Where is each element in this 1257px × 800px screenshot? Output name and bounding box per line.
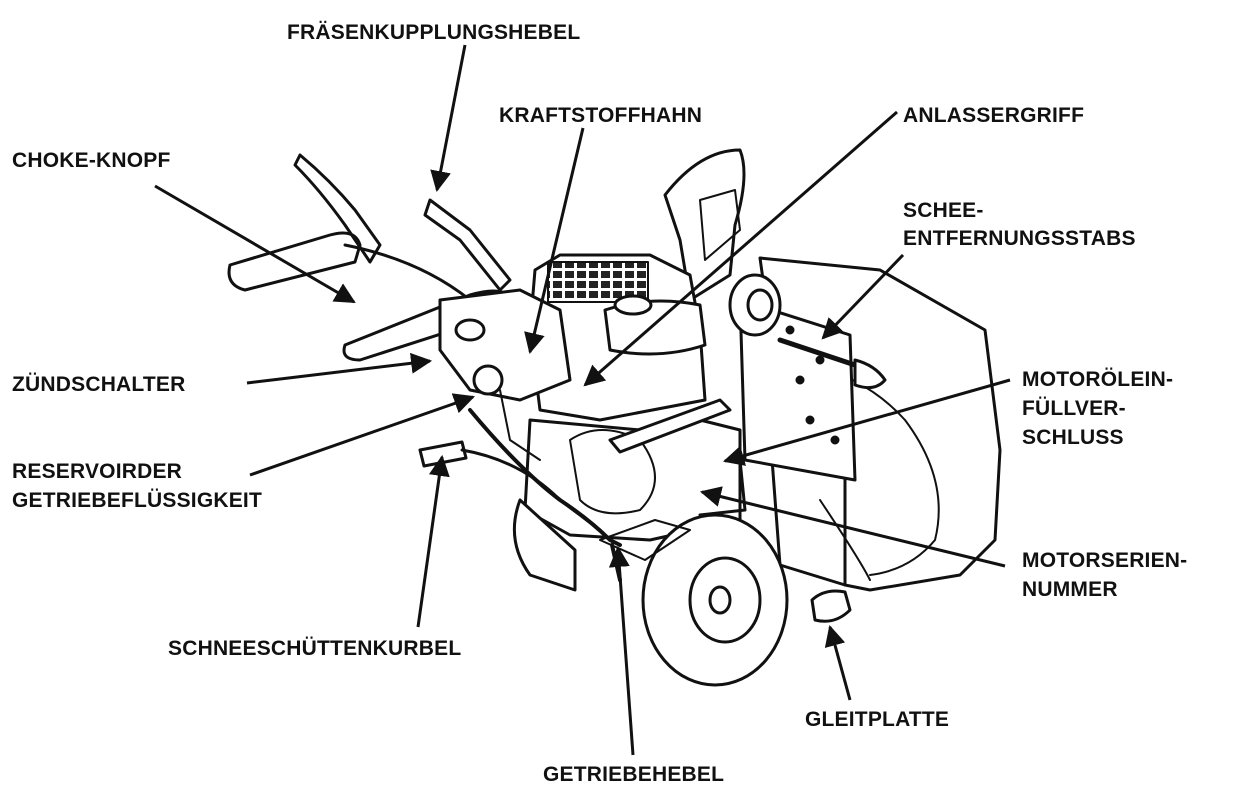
label-choke-knopf: CHOKE-KNOPF	[12, 149, 171, 172]
label-motorserien-line2: NUMMER	[1022, 578, 1118, 601]
label-gleitplatte: GLEITPLATTE	[805, 708, 950, 731]
label-reservoir-line1: RESERVOIRDER	[12, 460, 183, 483]
leader-motoroel	[722, 378, 1011, 466]
leader-motorserien	[699, 486, 1006, 568]
label-motoroel-line3: SCHLUSS	[1022, 426, 1124, 449]
leader-getriebehebel	[608, 545, 635, 756]
leader-gleitplatte	[824, 624, 852, 701]
leader-choke-knopf	[154, 184, 356, 304]
label-anlassergriff: ANLASSERGRIFF	[903, 104, 1085, 127]
label-getriebehebel: GETRIEBEHEBEL	[543, 763, 725, 786]
control-panel	[438, 288, 572, 402]
leader-zuendschalter	[246, 352, 433, 385]
chute-crank-handle	[418, 440, 468, 468]
machine-body	[227, 148, 1002, 687]
label-zuendschalter: ZÜNDSCHALTER	[12, 373, 186, 396]
skid-shoe	[810, 589, 852, 623]
label-reservoir-line2: GETRIEBEFLÜSSIGKEIT	[12, 489, 262, 512]
label-motorserien-line1: MOTORSERIEN-	[1022, 549, 1188, 572]
left-wheel	[512, 498, 577, 592]
leader-kraftstoffhahn	[524, 127, 585, 355]
label-scheeentfernungsstabs-line2: ENTFERNUNGSSTABS	[903, 227, 1136, 250]
frame-plate	[738, 298, 857, 482]
label-fraesenkupplungshebel: FRÄSENKUPPLUNGSHEBEL	[287, 21, 581, 44]
label-schneeschuettenkurbel: SCHNEESCHÜTTENKURBEL	[168, 637, 462, 660]
leader-fraesenkupplungshebel	[430, 44, 467, 193]
leader-scheeentfernungsstabs	[821, 253, 905, 340]
label-motoroel-line1: MOTORÖLEIN-	[1022, 368, 1174, 391]
label-kraftstoffhahn: KRAFTSTOFFHAHN	[499, 104, 703, 127]
label-motoroel-line2: FÜLLVER-	[1022, 397, 1126, 420]
leader-schneeschuettenkurbel	[416, 454, 450, 628]
leader-anlassergriff	[583, 110, 898, 387]
left-handle-grip	[227, 231, 362, 292]
leader-reservoir	[249, 393, 475, 477]
label-scheeentfernungsstabs-line1: SCHEE-	[903, 199, 984, 222]
leader-lines	[154, 44, 1011, 756]
